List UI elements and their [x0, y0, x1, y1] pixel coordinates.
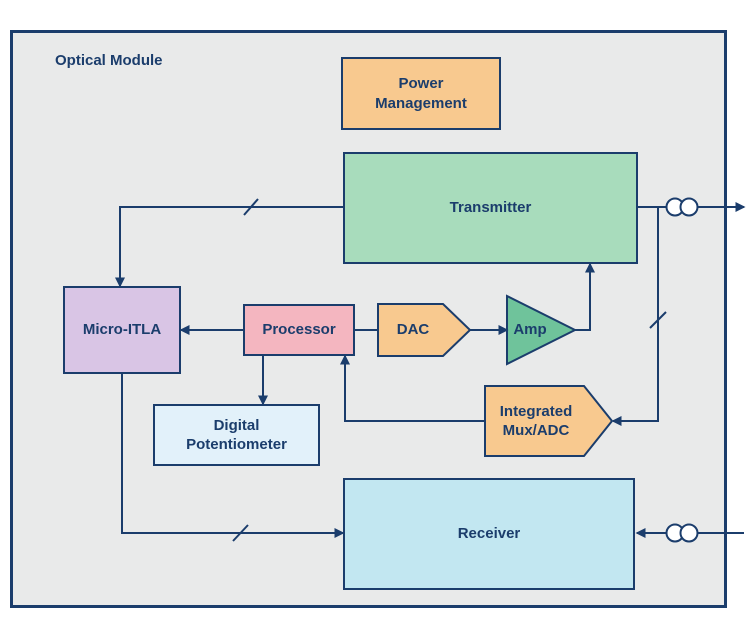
block-label: Integrated Mux/ADC: [499, 402, 573, 440]
block-label: Transmitter: [449, 199, 532, 217]
dac-label: DAC: [396, 321, 430, 339]
block-label: Power Management: [375, 75, 467, 112]
integrated-mux-adc-label: Integrated Mux/ADC: [487, 386, 585, 456]
block-label: Receiver: [457, 525, 521, 543]
block-label: Digital Potentiometer: [186, 416, 287, 454]
block-receiver: Receiver: [343, 478, 635, 590]
block-label: Processor: [262, 321, 336, 339]
block-digital-potentiometer: Digital Potentiometer: [153, 404, 320, 466]
block-micro-itla: Micro-ITLA: [63, 286, 181, 374]
block-power-management: Power Management: [341, 57, 501, 130]
diagram-title: Optical Module: [55, 52, 163, 69]
block-processor: Processor: [243, 304, 355, 356]
block-label: Micro-ITLA: [82, 321, 162, 339]
amp-label: Amp: [513, 321, 547, 339]
block-transmitter: Transmitter: [343, 152, 638, 264]
